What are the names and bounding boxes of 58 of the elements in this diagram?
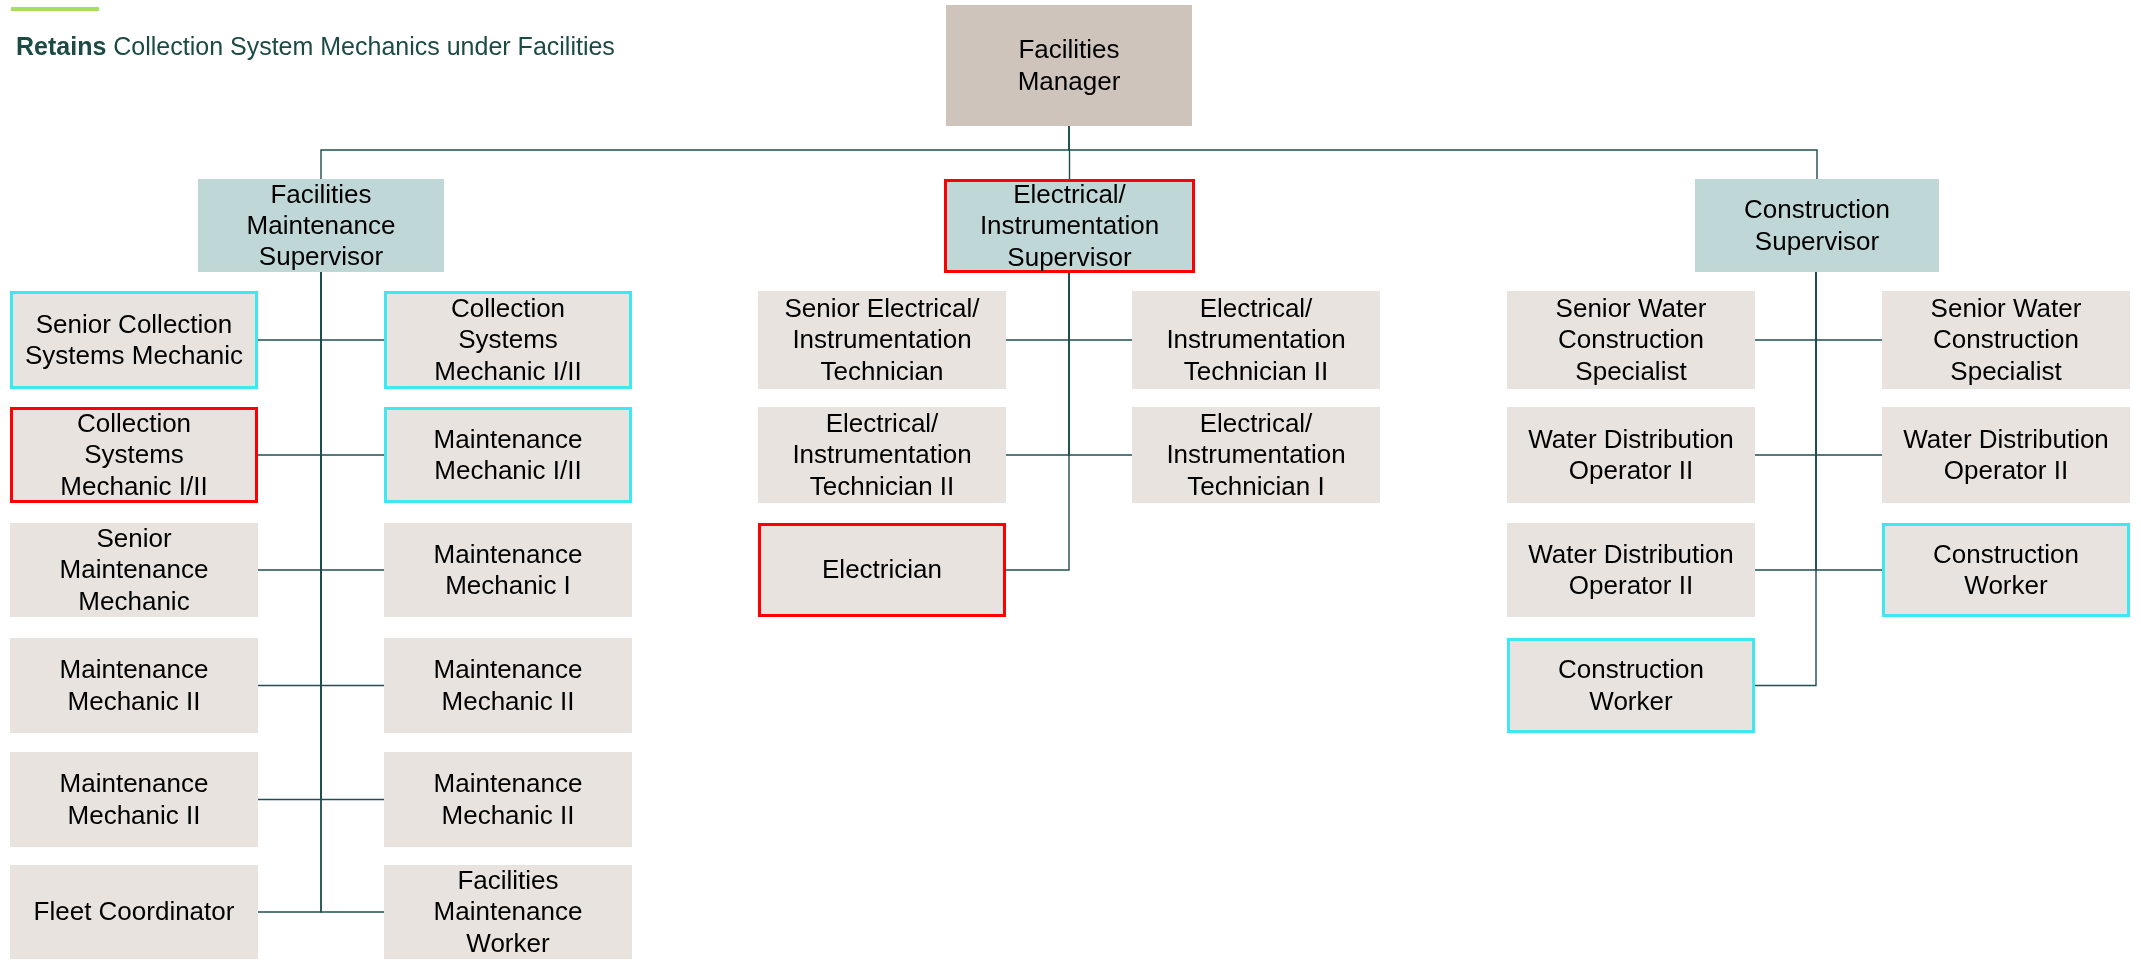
position-box — [384, 407, 632, 503]
position-box — [384, 752, 632, 847]
connector-line — [1068, 125, 1818, 180]
position-title: Facilities Maintenance Supervisor — [245, 178, 397, 273]
position-box — [1507, 638, 1755, 733]
position-box — [10, 752, 258, 847]
position-title: Electrical/ Instrumentation Technician I — [1165, 408, 1347, 502]
position-title: Electrical/ Instrumentation Supervisor — [978, 179, 1161, 273]
position-box — [10, 638, 258, 733]
position-title: Maintenance Mechanic II — [432, 768, 584, 831]
position-box — [1507, 523, 1755, 617]
position-title: Maintenance Mechanic I — [432, 538, 584, 602]
position-box — [1507, 291, 1755, 389]
manager-box — [946, 5, 1192, 126]
position-title: Electrician — [822, 554, 942, 586]
position-box — [758, 291, 1006, 389]
position-title: Fleet Coordinator — [33, 896, 235, 928]
position-box — [384, 291, 632, 389]
position-box — [384, 523, 632, 617]
position-box — [1882, 407, 2130, 503]
position-title: Senior Water Construction Specialist — [1554, 293, 1708, 387]
position-title: Water Distribution Operator II — [1902, 423, 2110, 487]
position-title: Maintenance Mechanic II — [58, 654, 210, 717]
position-box — [10, 407, 258, 503]
position-title: Water Distribution Operator II — [1527, 423, 1735, 487]
position-title: Senior Electrical/ Instrumentation Technician — [783, 293, 981, 387]
supervisor-box — [198, 179, 444, 272]
position-box — [10, 865, 258, 959]
position-box — [1507, 407, 1755, 503]
position-box — [758, 523, 1006, 617]
position-title: Senior Water Construction Specialist — [1929, 293, 2083, 387]
position-box — [384, 865, 632, 959]
position-title: Construction Worker — [1932, 538, 2080, 602]
position-box — [1882, 523, 2130, 617]
position-title: Senior Collection Systems Mechanic — [23, 308, 245, 372]
position-box — [1132, 407, 1380, 503]
position-title: Senior Maintenance Mechanic — [58, 523, 210, 617]
position-title: Facilities Maintenance Worker — [432, 865, 584, 959]
position-title: Construction Worker — [1557, 654, 1705, 717]
position-box — [758, 407, 1006, 503]
position-box — [1132, 291, 1380, 389]
position-title: Electrical/ Instrumentation Technician II — [791, 408, 973, 502]
position-title: Construction Supervisor — [1743, 194, 1891, 257]
position-title: Maintenance Mechanic I/II — [432, 423, 584, 487]
position-title: Facilities Manager — [1016, 34, 1122, 97]
supervisor-box — [944, 179, 1195, 273]
position-title: Electrical/ Instrumentation Technician II — [1165, 293, 1347, 387]
position-box — [10, 291, 258, 389]
position-title: Collection Systems Mechanic I/II — [59, 408, 209, 502]
position-box — [10, 523, 258, 617]
position-title: Maintenance Mechanic II — [432, 654, 584, 717]
position-title: Maintenance Mechanic II — [58, 768, 210, 831]
position-box — [384, 638, 632, 733]
title: Retains Collection System Mechanics under Facilities — [16, 32, 615, 61]
position-title: Collection Systems Mechanic I/II — [433, 293, 583, 387]
supervisor-box — [1695, 179, 1939, 272]
position-title: Water Distribution Operator II — [1527, 538, 1735, 602]
position-box — [1882, 291, 2130, 389]
